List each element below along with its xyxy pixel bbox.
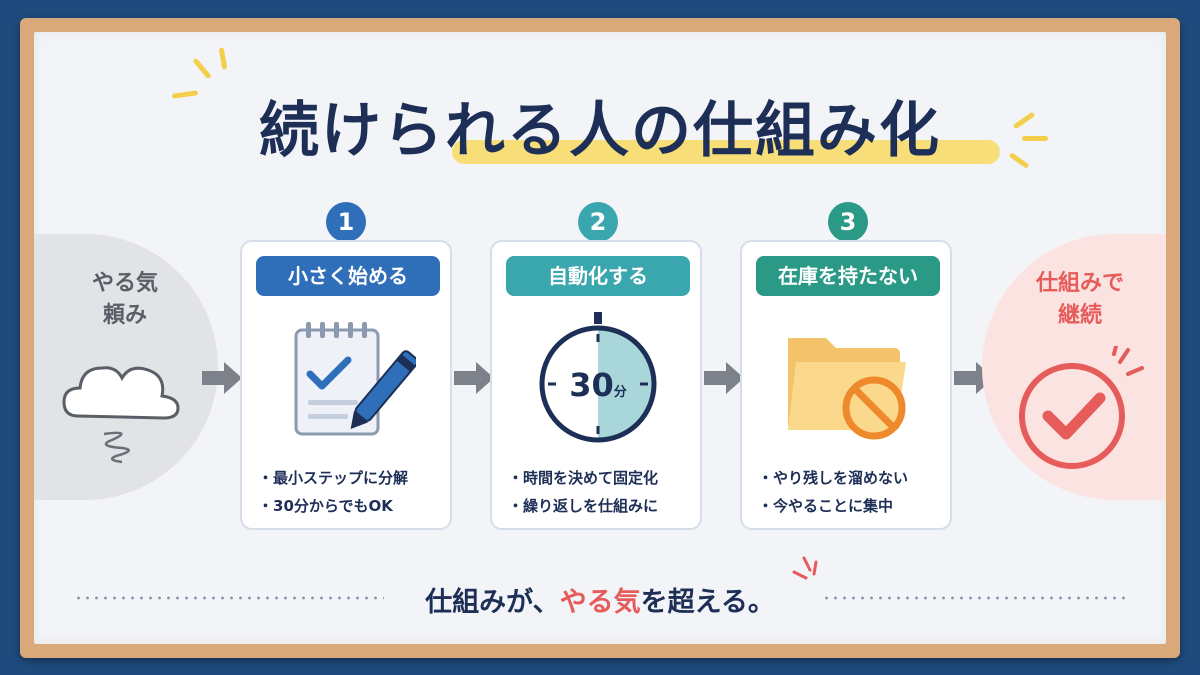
check-circle-icon (1019, 346, 1144, 469)
left-state-line2: 頼み (102, 303, 147, 328)
right-state-text: 仕組みで 継続 (1010, 268, 1150, 332)
list-item: やり残しを溜めない (758, 464, 948, 492)
sparkle-right-2 (1022, 136, 1048, 141)
step-card-1: 小さく始める 最小ステップに分解 30分からでもOK (240, 240, 452, 530)
list-item: 繰り返しを仕組みに (508, 492, 698, 520)
title-wrap: 続けられる人の仕組み化 (0, 82, 1200, 169)
step-card-2: 自動化する 30分 時間を決めて固定化 繰り返しを仕組みに (490, 240, 702, 530)
step-number-1: 1 (326, 202, 366, 242)
cloud-icon (62, 366, 180, 464)
step-bullets-2: 時間を決めて固定化 繰り返しを仕組みに (508, 464, 698, 520)
prohibited-icon (842, 376, 906, 440)
step-label-3: 在庫を持たない (756, 256, 940, 296)
step-label-1: 小さく始める (256, 256, 440, 296)
list-item: 30分からでもOK (258, 492, 448, 520)
dotted-line-right (822, 596, 1128, 600)
timer-icon (539, 312, 657, 443)
page-title: 続けられる人の仕組み化 (259, 96, 941, 166)
step-number-3: 3 (828, 202, 868, 242)
left-state-text: やる気 頼み (60, 268, 190, 332)
right-state-line2: 継続 (1057, 303, 1102, 328)
step-card-3: 在庫を持たない やり残しを溜めない 今やることに集中 (740, 240, 952, 530)
right-state-line1: 仕組みで (1035, 271, 1124, 296)
timer-label: 30分 (558, 366, 638, 404)
arrow-right-icon (704, 362, 744, 394)
emphasis-marks (792, 556, 818, 580)
notepad-check-icon (294, 322, 416, 436)
tagline-highlight: やる気 (559, 587, 641, 618)
pen-icon (350, 350, 416, 429)
step-number-2: 2 (578, 202, 618, 242)
title-underline (452, 140, 1000, 164)
dotted-line-left (74, 596, 384, 600)
left-state-line1: やる気 (91, 271, 158, 296)
step-bullets-1: 最小ステップに分解 30分からでもOK (258, 464, 448, 520)
timer-value: 30 (569, 366, 614, 404)
arrow-right-icon (454, 362, 494, 394)
folder-icon (788, 338, 906, 440)
timer-unit: 分 (613, 385, 627, 400)
list-item: 時間を決めて固定化 (508, 464, 698, 492)
list-item: 最小ステップに分解 (258, 464, 448, 492)
list-item: 今やることに集中 (758, 492, 948, 520)
tagline-before: 仕組みが、 (425, 587, 560, 618)
arrow-right-icon (202, 362, 242, 394)
tagline-after: を超える。 (640, 587, 775, 618)
tagline: 仕組みが、やる気を超える。 (0, 580, 1200, 619)
step-bullets-3: やり残しを溜めない 今やることに集中 (758, 464, 948, 520)
step-label-2: 自動化する (506, 256, 690, 296)
